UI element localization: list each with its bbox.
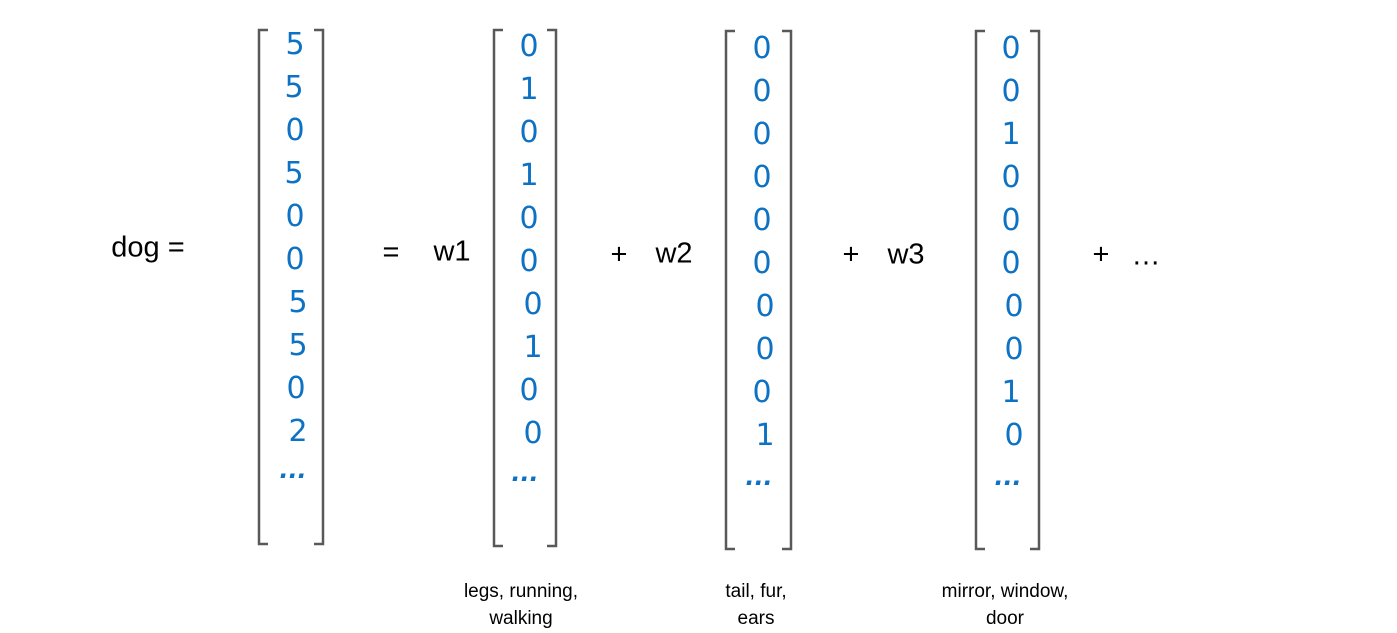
weight-w1: w1 [433, 235, 471, 268]
w1-caption: legs, running, walking [421, 578, 621, 632]
w1-vector-right-bracket [547, 28, 558, 548]
w1-vector-entry: 1 [519, 72, 539, 107]
dog-vector-entry: 0 [286, 371, 306, 406]
w2-vector-entry: 0 [752, 31, 772, 66]
weight-w3: w3 [887, 238, 925, 271]
dog-vector-left-bracket [257, 28, 268, 546]
w1-caption-line: walking [489, 608, 553, 629]
dog-label: dog = [111, 231, 185, 264]
w1-vector-entry: 0 [519, 115, 539, 150]
w2-vector-left-bracket [724, 29, 735, 551]
dog-vector-entry: 5 [284, 70, 304, 105]
w3-vector-ellipsis: ... [994, 463, 1022, 491]
dog-vector-ellipsis: ... [279, 456, 307, 484]
w3-vector-entry: 0 [1001, 203, 1021, 238]
w3-vector-entry: 0 [1001, 246, 1021, 281]
w2-vector-right-bracket [782, 29, 793, 551]
w3-caption-line: door [985, 608, 1025, 629]
w2-caption-line: ears [737, 608, 775, 629]
dog-vector-entry: 0 [285, 242, 305, 277]
plus-sign: + [1092, 238, 1110, 271]
dog-vector-entry: 2 [288, 414, 308, 449]
w2-vector-entry: 0 [752, 74, 772, 109]
w3-vector-entry: 0 [1001, 160, 1021, 195]
trailing-ellipsis: … [1131, 239, 1161, 272]
w3-vector-entry: 0 [1001, 31, 1021, 66]
w2-vector-entry: 0 [755, 332, 775, 367]
w2-caption: tail, fur, ears [656, 578, 856, 632]
w3-vector-entry: 0 [1004, 289, 1024, 324]
dog-vector-entry: 0 [285, 199, 305, 234]
dog-vector-entry: 5 [285, 27, 305, 62]
w3-vector-entry: 0 [1004, 418, 1024, 453]
w3-caption: mirror, window, door [905, 578, 1105, 632]
w3-caption-line: mirror, window, [941, 581, 1069, 602]
plus-sign: + [610, 238, 628, 271]
weight-w2: w2 [655, 237, 693, 270]
w1-vector-entry: 0 [519, 201, 539, 236]
w3-vector-left-bracket [974, 29, 985, 551]
w1-vector-entry: 0 [523, 287, 543, 322]
w2-vector-entry: 0 [755, 289, 775, 324]
dog-vector-entry: 5 [284, 156, 304, 191]
dog-vector-right-bracket [314, 28, 325, 546]
w2-vector-ellipsis: ... [745, 463, 773, 491]
w1-vector-left-bracket [492, 28, 503, 548]
w1-vector-entry: 0 [519, 29, 539, 64]
w1-vector-entry: 0 [519, 373, 539, 408]
w1-vector-entry: 0 [523, 416, 543, 451]
w2-caption-line: tail, fur, [725, 581, 787, 602]
dog-vector-entry: 0 [285, 113, 305, 148]
w2-vector-entry: 0 [752, 375, 772, 410]
w1-vector-entry: 0 [519, 244, 539, 279]
equals-sign: = [382, 236, 400, 269]
w2-vector-entry: 1 [755, 418, 775, 453]
w3-vector-right-bracket [1030, 29, 1041, 551]
w3-vector-entry: 0 [1001, 74, 1021, 109]
w3-vector-entry: 1 [1001, 117, 1021, 152]
w3-vector-entry: 1 [1001, 375, 1021, 410]
w1-vector-entry: 1 [519, 158, 539, 193]
w2-vector-entry: 0 [752, 160, 772, 195]
dog-vector-entry: 5 [288, 285, 308, 320]
w1-caption-line: legs, running, [463, 581, 579, 602]
w2-vector-entry: 0 [752, 246, 772, 281]
w1-vector-ellipsis: ... [511, 459, 539, 487]
w1-vector-entry: 1 [523, 330, 543, 365]
plus-sign: + [842, 238, 860, 271]
w2-vector-entry: 0 [752, 117, 772, 152]
w3-vector-entry: 0 [1004, 332, 1024, 367]
dog-vector-entry: 5 [288, 328, 308, 363]
w2-vector-entry: 0 [752, 203, 772, 238]
